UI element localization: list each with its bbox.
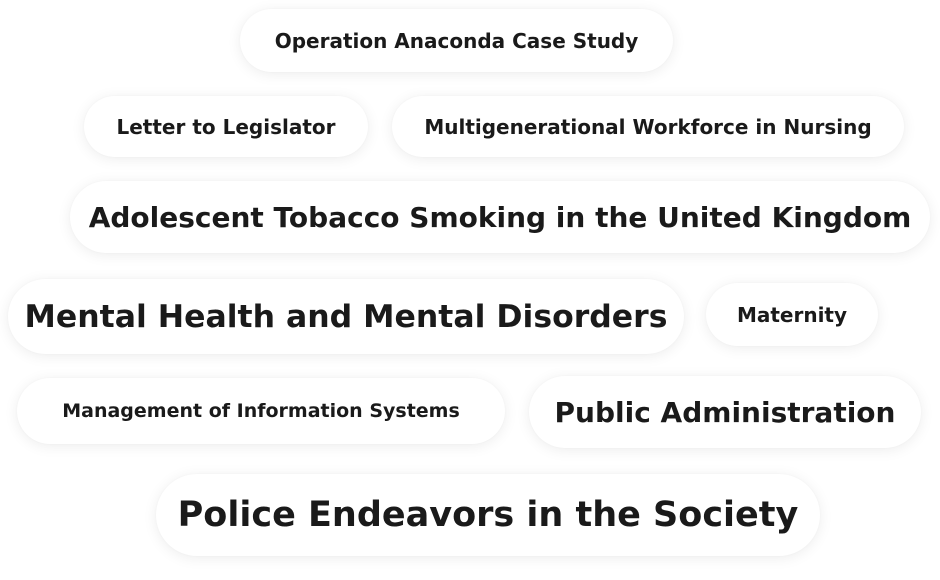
tag-label: Mental Health and Mental Disorders — [24, 298, 668, 335]
tag-maternity[interactable]: Maternity — [706, 283, 878, 346]
tag-police-endeavors-in-the-society[interactable]: Police Endeavors in the Society — [156, 474, 820, 556]
tag-mental-health-and-mental-disorders[interactable]: Mental Health and Mental Disorders — [8, 279, 684, 354]
tag-letter-to-legislator[interactable]: Letter to Legislator — [84, 96, 368, 157]
tag-label: Public Administration — [554, 395, 896, 429]
tag-label: Police Endeavors in the Society — [177, 495, 799, 535]
tag-label: Operation Anaconda Case Study — [274, 28, 639, 53]
tag-label: Adolescent Tobacco Smoking in the United… — [88, 200, 912, 234]
tag-label: Multigenerational Workforce in Nursing — [424, 114, 872, 139]
tag-operation-anaconda-case-study[interactable]: Operation Anaconda Case Study — [240, 9, 673, 72]
tag-management-of-information-systems[interactable]: Management of Information Systems — [17, 378, 505, 444]
tag-label: Maternity — [736, 302, 848, 327]
tag-adolescent-tobacco-smoking[interactable]: Adolescent Tobacco Smoking in the United… — [70, 181, 930, 253]
tag-public-administration[interactable]: Public Administration — [529, 376, 921, 448]
tag-multigenerational-workforce-in-nursing[interactable]: Multigenerational Workforce in Nursing — [392, 96, 904, 157]
tag-label: Letter to Legislator — [116, 114, 336, 139]
tag-label: Management of Information Systems — [62, 400, 460, 422]
